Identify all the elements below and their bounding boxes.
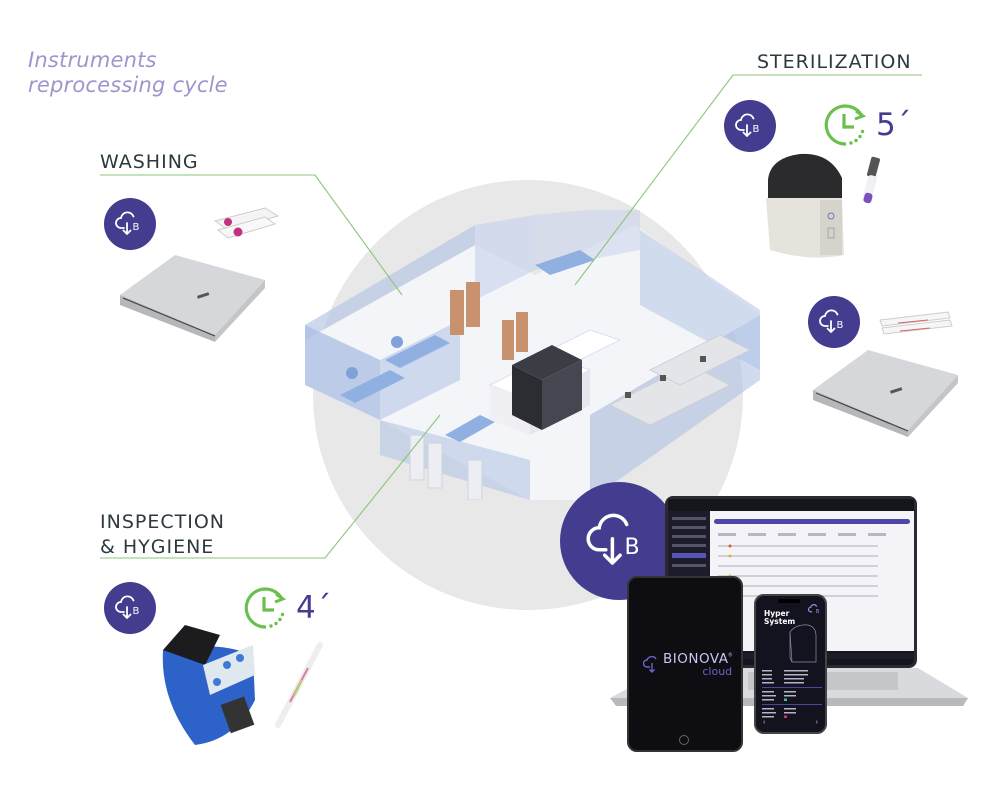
- clock-cycle-icon: [244, 587, 287, 629]
- phone-title: Hyper System: [764, 610, 795, 626]
- cloud-download-b-icon: B: [115, 595, 140, 619]
- inspection-cloud-button[interactable]: B: [104, 582, 156, 634]
- sterilization-timer: 5´: [822, 102, 911, 148]
- dashboard-topbar: [668, 499, 914, 511]
- incubator-reader-washing: [120, 255, 265, 342]
- sterilization-timer-value: 5´: [876, 107, 912, 143]
- cloud-download-b-icon: B: [735, 113, 760, 137]
- cloud-download-b-icon: B: [819, 309, 844, 333]
- inspection-timer-value: 4´: [296, 590, 332, 626]
- sterilization-cloud-button[interactable]: B: [724, 100, 776, 152]
- cleanroom-floorplan-illustration: [305, 210, 760, 500]
- hygiene-swab: [275, 642, 323, 728]
- sterilization-reader: [766, 153, 844, 258]
- phone-device: B Hyper System ‹ ›: [754, 594, 827, 734]
- cloud-download-b-icon: B: [808, 604, 820, 615]
- phone-title-line2: System: [764, 617, 796, 626]
- sterilization-incubator-cloud-button[interactable]: B: [808, 296, 860, 348]
- cloud-download-b-icon: B: [115, 211, 140, 235]
- tablet-device: BIONOVA® cloud: [627, 576, 743, 752]
- sterilization-indicator-strips: [879, 311, 953, 335]
- clock-cycle-icon: [824, 104, 867, 146]
- hygiene-luminometer: [162, 625, 255, 745]
- phone-notch: [778, 599, 800, 603]
- tablet-home-button[interactable]: [679, 735, 689, 745]
- subtitle-line2: reprocessing cycle: [28, 73, 228, 97]
- subtitle-line1: Instruments: [28, 48, 157, 72]
- incubator-reader-sterilization: [813, 350, 958, 437]
- phone-prev-button[interactable]: ‹: [763, 719, 766, 726]
- inspection-title-line2: & HYGIENE: [100, 536, 215, 558]
- inspection-title-line1: INSPECTION: [100, 511, 225, 533]
- inspection-hygiene-title: INSPECTION & HYGIENE: [100, 510, 225, 560]
- svg-text:B: B: [837, 320, 844, 331]
- svg-text:B: B: [625, 535, 640, 560]
- cloud-download-b-icon: B: [586, 513, 640, 565]
- washing-title: WASHING: [100, 151, 199, 173]
- washing-cloud-button[interactable]: B: [104, 198, 156, 250]
- phone-info-list: [762, 670, 822, 718]
- biological-indicator-vial: [862, 156, 880, 204]
- washing-indicator-cards: [213, 207, 280, 239]
- bionova-logo-text: BIONOVA: [663, 651, 729, 667]
- dashboard-purple-bar: [714, 519, 910, 524]
- cloud-logo-icon: [643, 655, 657, 673]
- svg-text:B: B: [816, 609, 820, 615]
- phone-next-button[interactable]: ›: [815, 719, 818, 726]
- registered-mark: ®: [728, 652, 733, 659]
- svg-text:B: B: [753, 124, 760, 135]
- svg-text:B: B: [133, 606, 140, 617]
- page-subtitle: Instruments reprocessing cycle: [28, 48, 228, 98]
- device-outline-illustration: [789, 624, 817, 663]
- phone-title-line1: Hyper: [764, 609, 790, 618]
- sterilization-title: STERILIZATION: [757, 51, 912, 73]
- svg-text:B: B: [133, 222, 140, 233]
- inspection-timer: 4´: [242, 585, 331, 631]
- bionova-cloud-text: cloud: [702, 665, 733, 678]
- bionova-cloud-logo: BIONOVA® cloud: [643, 650, 732, 678]
